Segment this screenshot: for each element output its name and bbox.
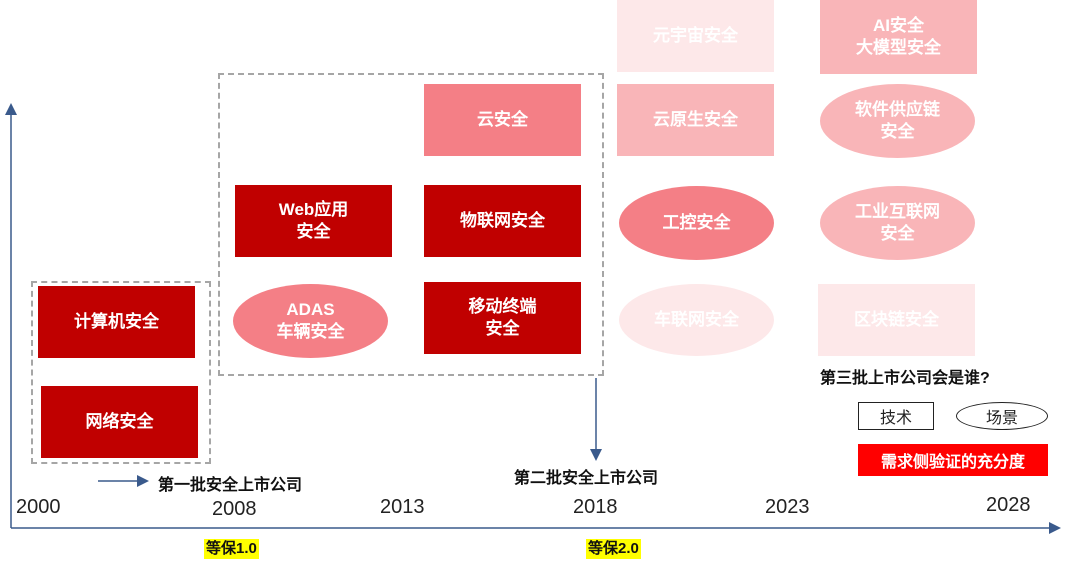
box-iot-security: 物联网安全 [424, 185, 581, 257]
legend-technology: 技术 [858, 402, 934, 430]
box-ai-security: AI安全 大模型安全 [820, 0, 977, 74]
ellipse-iov-security: 车联网安全 [619, 284, 774, 356]
box-metaverse-security: 元宇宙安全 [617, 0, 774, 72]
legend-scenario: 场景 [956, 402, 1048, 430]
ellipse-industrial-internet-security: 工业互联网 安全 [820, 186, 975, 260]
box-mobile-terminal-security: 移动终端 安全 [424, 282, 581, 354]
ellipse-supply-chain-security: 软件供应链 安全 [820, 84, 975, 158]
label-third-batch-question: 第三批上市公司会是谁? [820, 370, 990, 387]
year-2008: 2008 [212, 498, 257, 520]
second-batch-group [218, 73, 604, 376]
box-web-app-security: Web应用 安全 [235, 185, 392, 257]
label-first-batch: 第一批安全上市公司 [158, 477, 303, 494]
box-computer-security: 计算机安全 [38, 286, 195, 358]
ellipse-ics-security: 工控安全 [619, 186, 774, 260]
year-2013: 2013 [380, 496, 425, 518]
box-cloud-security: 云安全 [424, 84, 581, 156]
milestone-dengbao-1: 等保1.0 [204, 539, 259, 559]
year-2028: 2028 [986, 494, 1031, 516]
year-2018: 2018 [573, 496, 618, 518]
legend-demand-side: 需求侧验证的充分度 [858, 444, 1048, 476]
ellipse-adas-security: ADAS 车辆安全 [233, 284, 388, 358]
box-cloud-native-security: 云原生安全 [617, 84, 774, 156]
first-batch-group [31, 281, 211, 464]
year-2023: 2023 [765, 496, 810, 518]
year-2000: 2000 [16, 496, 61, 518]
box-network-security: 网络安全 [41, 386, 198, 458]
label-second-batch: 第二批安全上市公司 [514, 470, 659, 487]
box-blockchain-security: 区块链安全 [818, 284, 975, 356]
milestone-dengbao-2: 等保2.0 [586, 539, 641, 559]
